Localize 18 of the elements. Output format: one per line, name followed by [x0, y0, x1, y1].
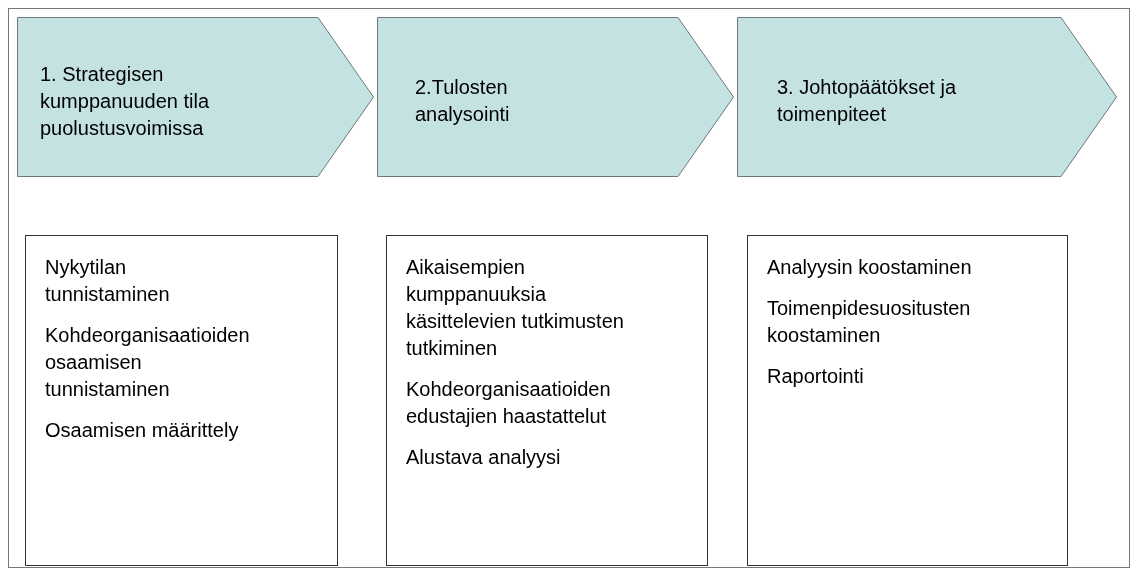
task-text: Aikaisempien kumppanuuksia käsittelevien tutkimusten tutkiminen — [406, 255, 625, 361]
chevron-step — [17, 17, 374, 177]
task-text: Toimenpidesuositusten koostaminen — [767, 296, 972, 348]
task-text: Kohdeorganisaatioiden edustajien haastattelut — [406, 377, 612, 429]
step-title: 3. Johtopäätökset ja toimenpiteet — [777, 75, 957, 127]
chevron-step — [737, 17, 1117, 177]
task-box — [25, 235, 338, 566]
task-box — [747, 235, 1068, 566]
task-text: Alustava analyysi — [406, 445, 562, 470]
step-title: 2.Tulosten analysointi — [415, 75, 511, 127]
task-text: Raportointi — [767, 364, 865, 389]
task-text: Kohdeorganisaatioiden osaamisen tunnistaminen — [45, 323, 251, 402]
task-text: Osaamisen määrittely — [45, 418, 240, 443]
chevron-step — [377, 17, 734, 177]
task-text: Nykytilan tunnistaminen — [45, 255, 171, 307]
step-title: 1. Strategisen kumppanuuden tila puolustusvoimissa — [40, 61, 210, 141]
task-text: Analyysin koostaminen — [767, 255, 973, 280]
task-box — [386, 235, 708, 566]
